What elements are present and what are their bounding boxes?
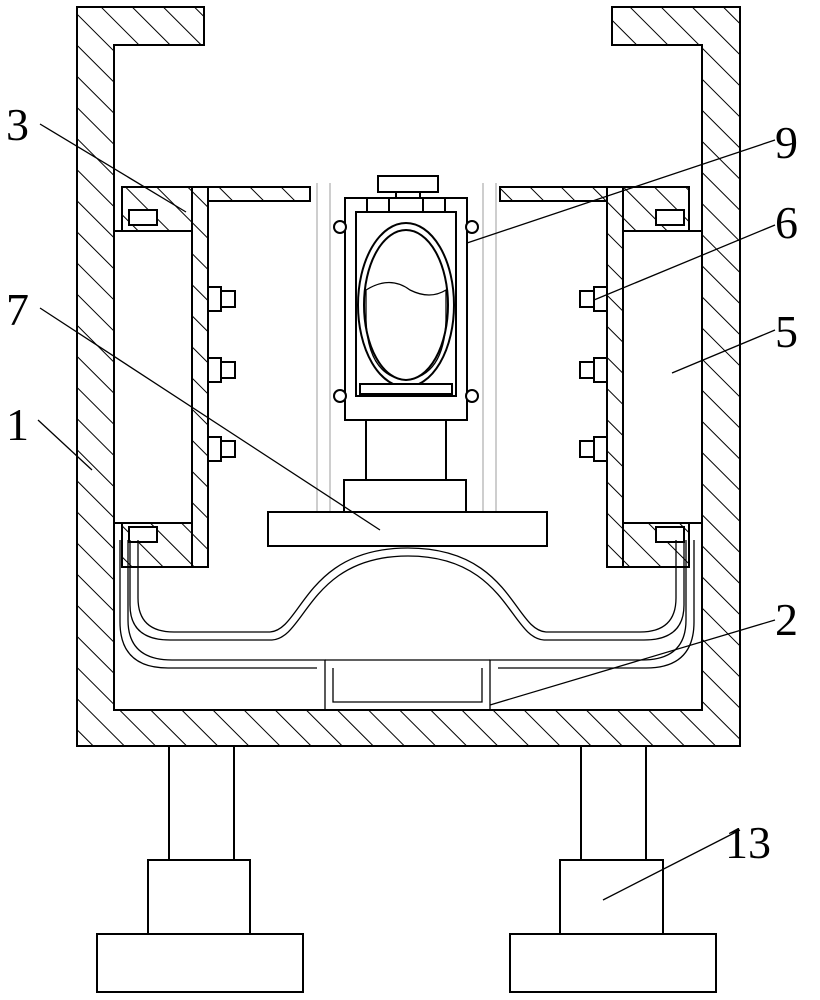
right-slide-block (622, 230, 703, 524)
label-13: 13 (725, 817, 771, 868)
central-holder (316, 175, 497, 513)
left-bracket (121, 186, 311, 568)
right-bracket (499, 186, 690, 568)
outer-housing (76, 6, 741, 747)
label-5: 5 (775, 306, 798, 357)
right-leg (509, 745, 717, 993)
base-plate (267, 511, 548, 547)
lower-tube (119, 540, 695, 710)
label-1: 1 (6, 399, 29, 450)
label-9: 9 (775, 117, 798, 168)
left-leg (96, 745, 304, 993)
left-slide-block (113, 230, 193, 524)
right-bolts (579, 286, 608, 462)
label-2: 2 (775, 594, 798, 645)
label-7: 7 (6, 284, 29, 335)
left-bolts (207, 286, 236, 462)
label-6: 6 (775, 197, 798, 248)
leader-lines (37, 123, 776, 901)
label-3: 3 (6, 99, 29, 150)
